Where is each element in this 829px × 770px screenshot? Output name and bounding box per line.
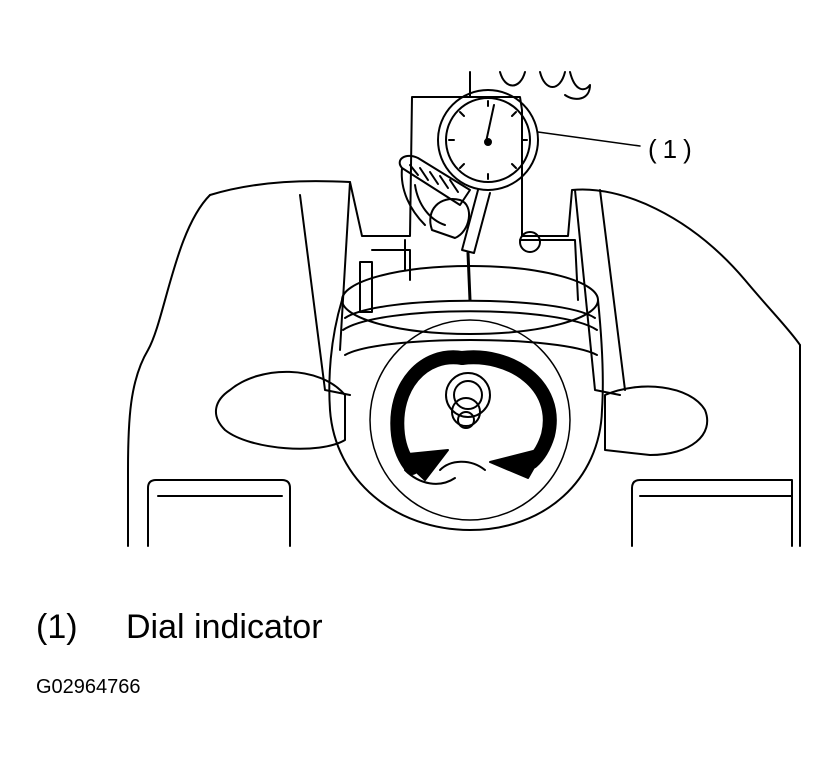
engine-housing [127,96,801,547]
callout-label: (1) [648,134,698,164]
legend-item-number: (1) [36,608,78,646]
rotation-arrow-left [390,350,469,481]
dial-indicator [398,89,539,302]
callout-leader [537,131,641,147]
dial-indicator-diagram: (1) [127,71,801,547]
legend-item-label: Dial indicator [126,608,323,646]
lower-blocks [147,479,793,547]
rotation-arrow-right [455,350,557,479]
legend: (1) Dial indicator [36,608,323,647]
pulley [328,265,604,531]
figure-id: G02964766 [36,676,141,698]
side-lobes [215,370,708,456]
top-hose [469,71,591,100]
